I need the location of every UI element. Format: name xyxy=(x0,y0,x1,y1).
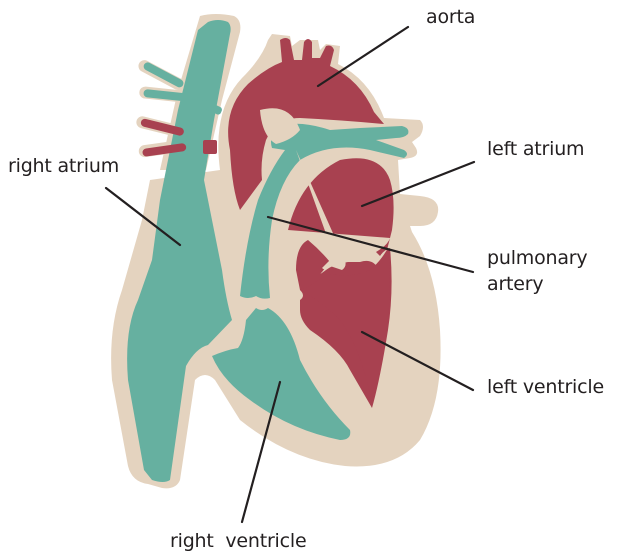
label-pulmonary-artery: pulmonary artery xyxy=(487,247,588,296)
label-aorta: aorta xyxy=(426,6,476,28)
left-heart-oxygenated xyxy=(140,38,394,408)
label-right-atrium: right atrium xyxy=(8,155,120,177)
leader-line-aorta xyxy=(316,25,410,88)
internal-septa xyxy=(260,108,346,270)
leader-line-left-atrium xyxy=(360,160,476,208)
label-right-ventricle: right ventricle xyxy=(170,530,307,552)
leader-lines xyxy=(104,25,476,524)
leader-line-pulmonary-artery xyxy=(266,215,475,274)
right-heart-deoxygenated xyxy=(127,20,409,482)
label-left-ventricle: left ventricle xyxy=(487,376,604,398)
label-pulmonary-artery-line2: artery xyxy=(487,273,544,295)
leader-line-right-atrium xyxy=(104,186,182,247)
leader-line-left-ventricle xyxy=(360,330,475,392)
leader-line-right-ventricle xyxy=(240,380,282,524)
label-pulmonary-artery-line1: pulmonary xyxy=(487,247,588,269)
label-left-atrium: left atrium xyxy=(487,138,585,160)
